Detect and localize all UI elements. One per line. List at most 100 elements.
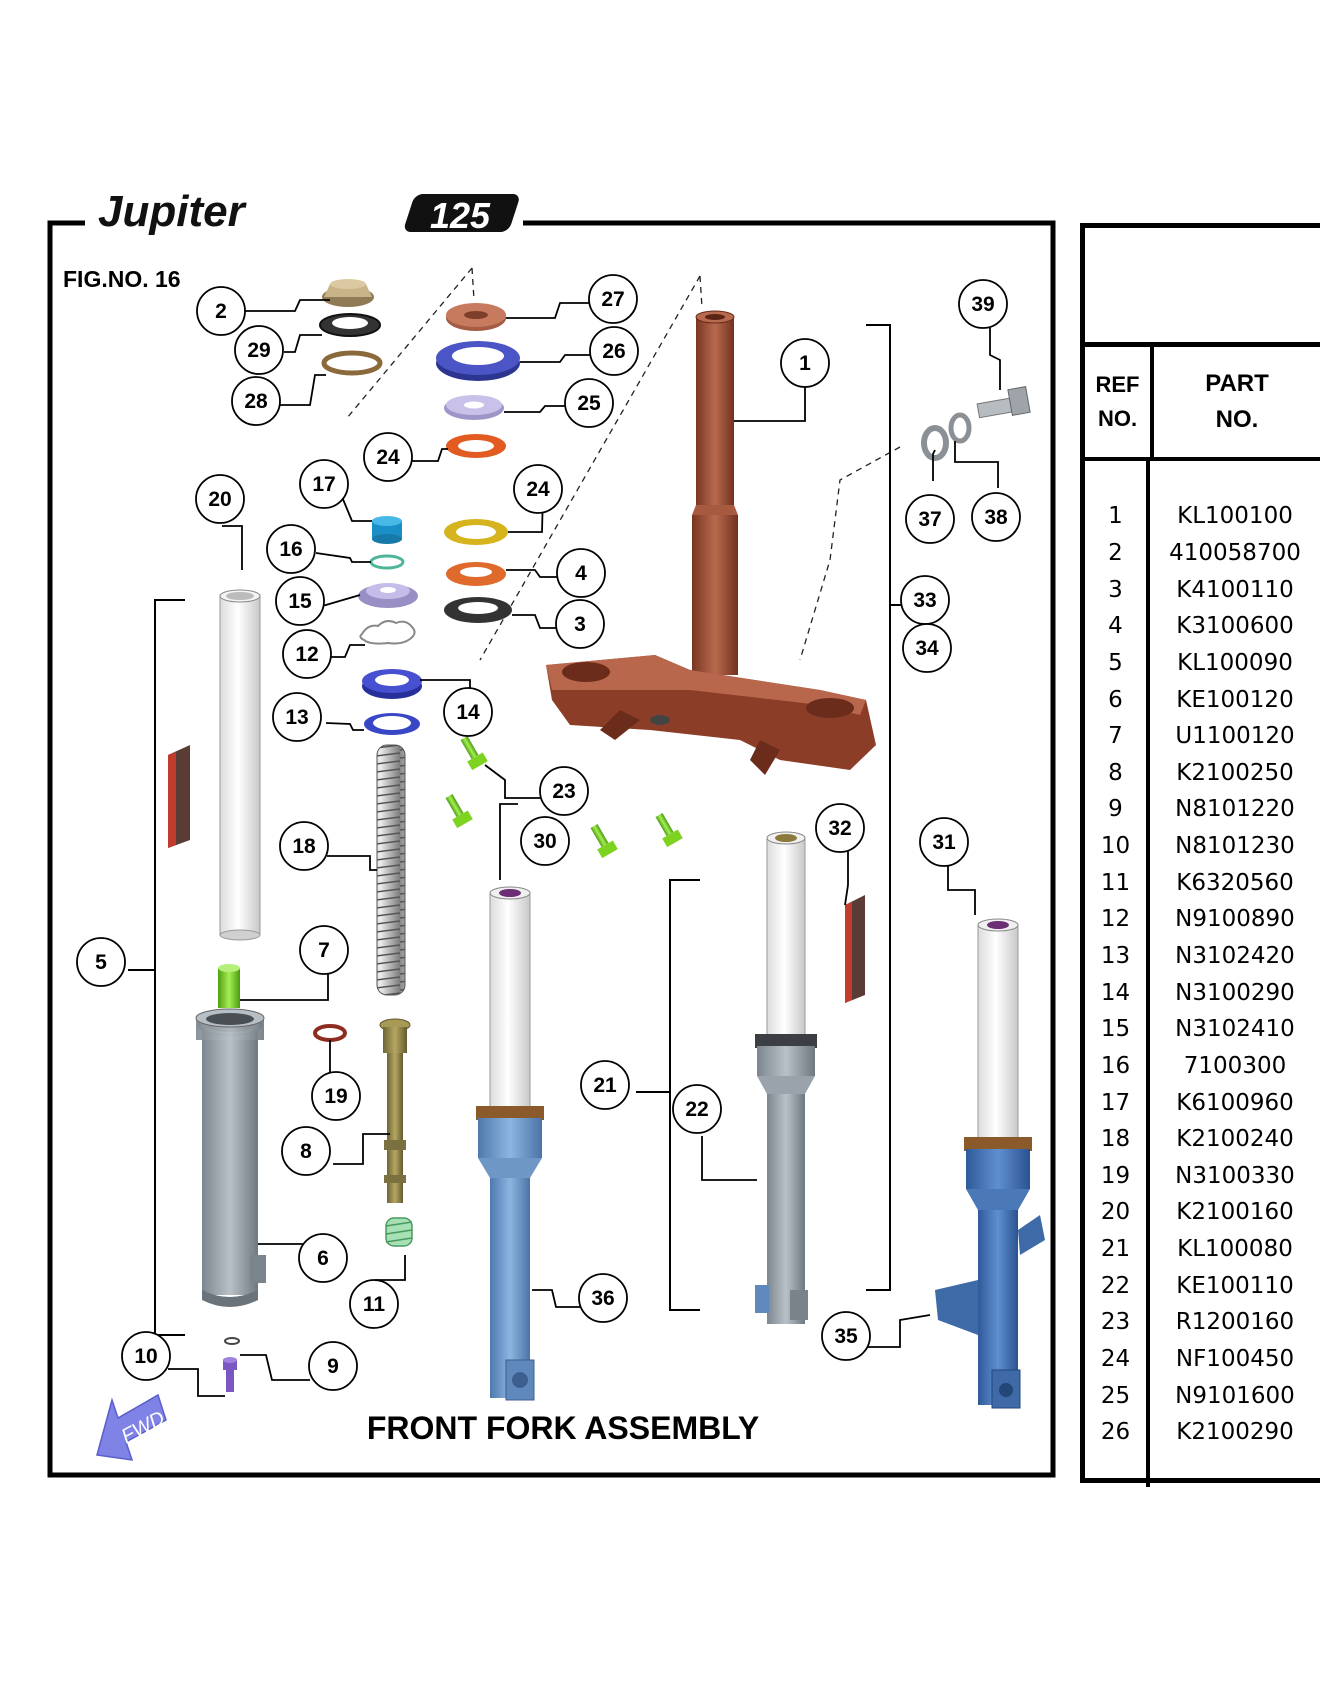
svg-text:39: 39 [971,293,994,316]
slide-piece-left [168,745,190,848]
svg-text:10: 10 [134,1345,157,1368]
part-number-cell: K4100110 [1176,576,1294,603]
callout-25: 25 [564,378,614,428]
callout-6: 6 [298,1233,348,1283]
part-number-cell: K2100250 [1176,759,1294,786]
ref-cell: 1 [1108,503,1123,530]
svg-text:27: 27 [601,288,624,311]
fork-leg-22 [755,831,817,1324]
svg-text:37: 37 [918,508,941,531]
svg-text:29: 29 [247,339,270,362]
rebound-spring-11 [385,1217,413,1247]
svg-text:5: 5 [95,951,107,974]
ref-cell: 14 [1100,979,1131,1006]
callout-13: 13 [272,692,322,742]
bearing-race-4 [446,562,506,586]
svg-text:34: 34 [915,637,939,660]
ball-race-24-top [446,434,506,458]
bracket-33-34 [866,324,891,1291]
part-number-cell: N8101230 [1175,833,1295,860]
ref-cell: 19 [1100,1162,1131,1189]
callout-30: 30 [520,816,570,866]
svg-text:8: 8 [300,1140,312,1163]
callouts: 1 2 3 4 5 6 7 8 9 10 11 12 13 14 15 16 1… [76,274,1021,1391]
part-number-cell: NF100450 [1175,1346,1295,1373]
svg-text:26: 26 [602,340,625,363]
svg-text:12: 12 [295,643,318,666]
svg-text:20: 20 [208,488,231,511]
svg-text:32: 32 [828,817,851,840]
callout-11: 11 [349,1279,399,1329]
callout-38: 38 [971,492,1021,542]
callout-1: 1 [780,338,830,388]
ref-cell: 3 [1108,576,1123,603]
fork-leg-36 [476,886,544,1401]
callout-29: 29 [234,325,284,375]
svg-text:35: 35 [834,1325,858,1348]
svg-text:25: 25 [577,392,601,415]
outer-tube-6 [195,1008,266,1307]
ref-cell: 23 [1100,1309,1131,1336]
svg-text:1: 1 [799,352,811,375]
svg-text:19: 19 [324,1085,347,1108]
callout-15: 15 [275,576,325,626]
ref-cell: 22 [1100,1272,1131,1299]
o-ring-19 [313,1024,347,1042]
washer-37 [921,425,949,461]
part-number-cell: N8101220 [1175,796,1295,823]
svg-text:4: 4 [575,562,587,585]
ref-no-header: REF NO. [1085,347,1154,457]
svg-text:30: 30 [533,830,556,853]
callout-16: 16 [266,524,316,574]
assembly-title: FRONT FORK ASSEMBLY [367,1410,759,1446]
svg-text:3: 3 [574,613,586,636]
callout-27: 27 [588,274,638,324]
callout-18: 18 [279,821,329,871]
callout-14: 14 [443,687,493,737]
exploded-view-guides [346,267,901,661]
part-number-cell: K2100160 [1176,1199,1294,1226]
callout-17: 17 [299,459,349,509]
callout-37: 37 [905,494,955,544]
part-number-cell: K3100600 [1176,613,1294,640]
parts-table-header-blank [1085,228,1320,347]
svg-text:24: 24 [526,478,550,501]
svg-text:21: 21 [593,1074,617,1097]
callout-33: 33 [900,575,950,625]
o-ring-16 [369,554,405,570]
plug-17 [372,516,402,544]
part-number-cell: 410058700 [1169,539,1301,566]
svg-text:18: 18 [292,835,316,858]
part-number-cell: N9100890 [1175,906,1295,933]
bearing-cone-25 [444,395,504,420]
bearing-race-27 [446,303,506,331]
svg-text:33: 33 [913,589,936,612]
bolt-10 [223,1357,237,1392]
callout-36: 36 [578,1273,628,1323]
ref-cell: 5 [1108,649,1123,676]
ref-cell: 17 [1100,1089,1131,1116]
brand-model: 125 [430,195,491,236]
svg-text:16: 16 [279,538,302,561]
ref-cell: 21 [1100,1236,1131,1263]
callout-24-top: 24 [363,432,413,482]
ref-header-line1: REF [1095,372,1140,397]
part-number-cell: K2100240 [1176,1126,1294,1153]
ball-race-24-bottom [444,519,508,545]
svg-text:11: 11 [363,1293,386,1316]
part-number-cell: K2100290 [1176,1419,1294,1446]
ref-cell: 12 [1100,906,1131,933]
ref-cell: 4 [1108,613,1123,640]
svg-text:23: 23 [552,780,575,803]
forward-arrow-icon: FWD [96,1393,168,1461]
fork-spring-18 [376,744,406,996]
bracket-21 [669,879,700,1311]
washer-38 [948,412,972,444]
part-number-cell: N3100330 [1175,1162,1295,1189]
callout-3: 3 [555,599,605,649]
bolt-39 [976,386,1031,419]
part-number-cell: U1100120 [1175,723,1295,750]
ref-cell: 9 [1108,796,1123,823]
